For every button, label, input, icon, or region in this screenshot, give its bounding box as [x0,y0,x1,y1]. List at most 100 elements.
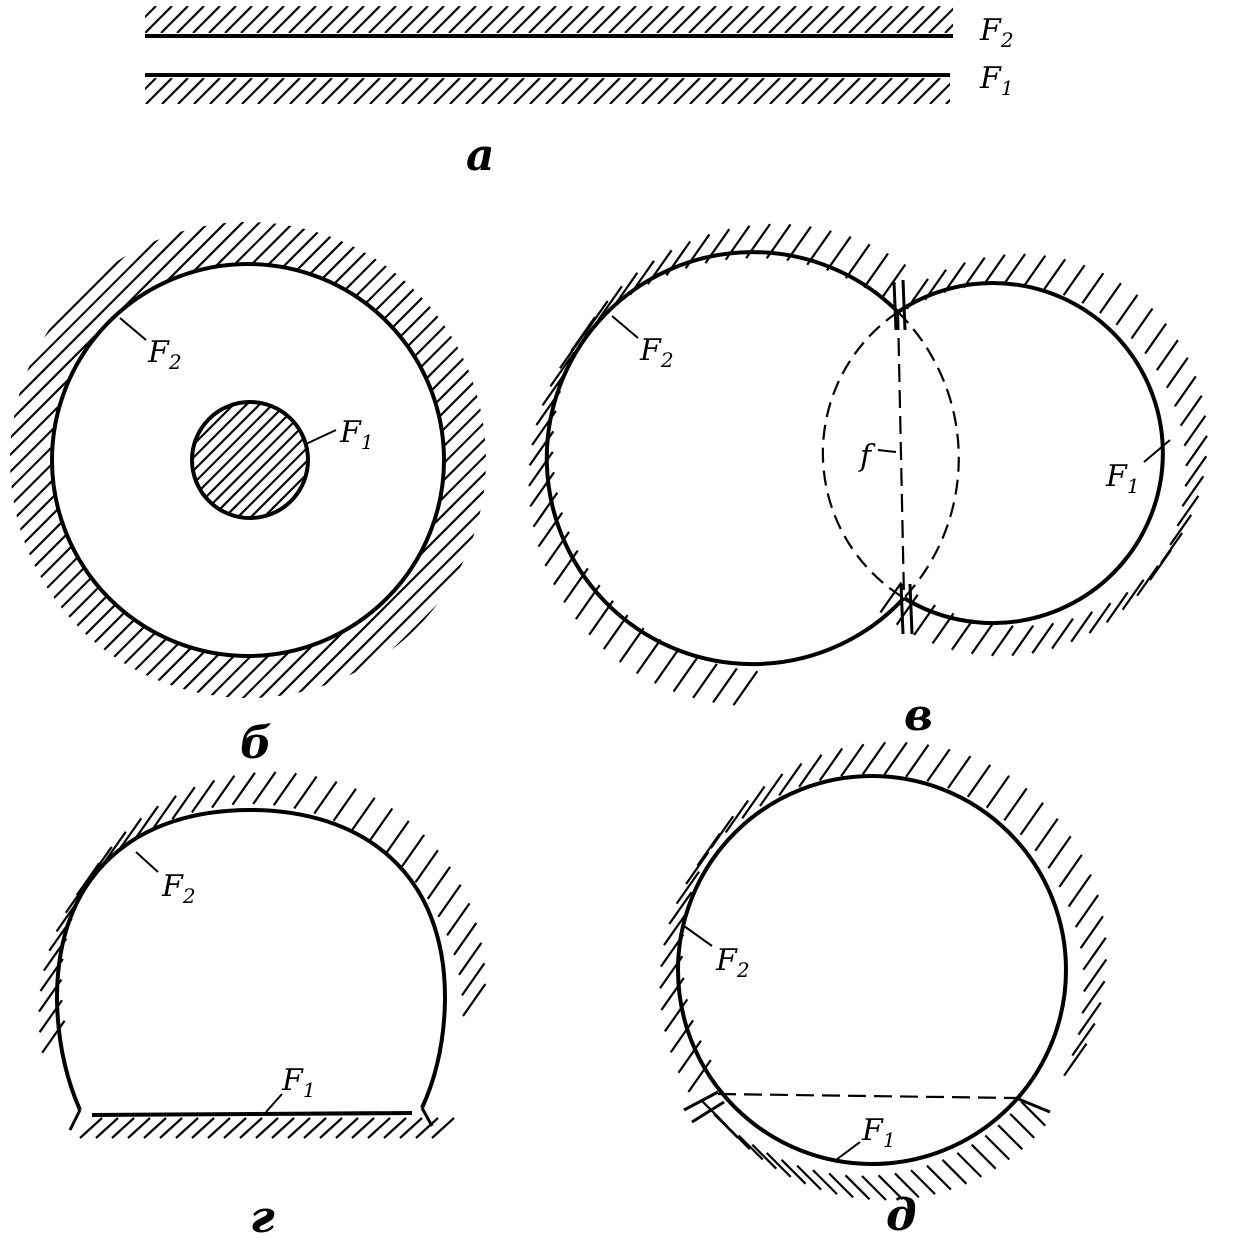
hatch-stroke [145,78,157,91]
hatch-stroke [145,6,173,33]
hatch-stroke [768,6,797,33]
hatch-stroke [256,6,285,33]
hatch-stroke [929,82,950,104]
caption-g: г [250,1192,275,1240]
hatch-stroke [597,285,623,321]
hatch-stroke [159,1117,183,1139]
hatch-stroke [812,1169,838,1195]
hatch-stroke [1082,958,1108,993]
hatch-stroke [624,6,653,33]
hatch-stroke [833,210,1256,720]
hatch-stroke [384,6,413,33]
hatch-stroke [798,754,823,788]
hatch-stroke [1043,258,1067,290]
hatch-stroke [537,511,564,548]
hatch-stroke [10,222,443,698]
hatch-stroke [401,78,429,104]
hatch-stroke [271,222,486,698]
label-a-lower: F1 [979,61,1014,100]
hatch-stroke [545,78,573,104]
hatch-stroke [865,78,893,104]
hatch-stroke [850,210,1256,720]
hatch-stroke [458,942,483,976]
hatch-stroke [646,210,1156,720]
hatch-stroke [1121,579,1145,611]
hatch-stroke [748,210,1256,720]
hatch-stroke [848,6,877,33]
hatch-stroke [817,78,845,104]
hatch-v [528,223,1208,706]
chord-stub-right [1015,1096,1051,1114]
hatch-stroke [692,663,718,699]
hatch-stroke [970,1143,997,1170]
hatch-stroke [458,222,486,698]
panel-g: F2 F1 г [38,771,487,1240]
hatch-stroke [752,6,781,33]
hatch-stroke [778,762,803,797]
hatch-stroke [653,648,680,684]
hatch-stroke [493,210,1003,720]
floor-line [91,1111,413,1117]
right-circle-arc [896,281,1165,626]
hatch-stroke [337,78,365,104]
hatch-stroke [192,402,215,518]
hatch-stroke [118,222,486,698]
hatch-stroke [720,6,749,33]
hatch-stroke [861,741,887,775]
hatch-stroke [625,78,653,104]
hatch-stroke [169,222,486,698]
hatch-stroke [544,531,571,567]
hatch-stroke [910,1169,936,1195]
label-b-inner: F1 [339,415,374,454]
hatch-stroke [945,98,950,104]
hatch-stroke [1034,818,1059,852]
hatch-stroke [982,254,1006,286]
hatch-stroke [208,6,237,33]
hatch-stroke [219,402,308,518]
hatch-stroke [844,243,871,279]
hatch-stroke [193,78,221,104]
hatch-stroke [239,1117,263,1139]
panel-d: F2 F1 д [659,741,1108,1240]
interface-wall-top-1 [892,281,898,331]
panel-a: F2 F1 a [114,6,1014,181]
hatch-stroke [640,6,669,33]
hatch-stroke [592,6,621,33]
caption-a: a [466,130,495,181]
inner-circle [190,400,310,520]
hatch-stroke [152,795,177,829]
hatch-stroke [192,402,280,518]
hatch-stroke [453,922,478,956]
hatch-stroke [351,797,376,831]
hatch-stroke [529,471,556,508]
hatch-stroke [608,6,637,33]
hatch-stroke [304,6,333,33]
hatch-stroke [449,78,477,104]
hatch-stroke [672,656,699,693]
hatch-stroke [145,6,157,19]
hatch-stroke [305,222,486,698]
hatch-stroke [833,78,861,104]
hatch-stroke [970,623,994,655]
hatch-stroke [240,6,269,33]
hatch-stroke [417,78,445,104]
hatch-stroke [1079,915,1104,949]
hatch-stroke [1184,455,1208,487]
hatch-stroke [677,1040,702,1074]
hatch-stroke [383,1117,407,1139]
hatch-stroke [1003,210,1256,720]
hatch-stroke [736,6,765,33]
hatch-stroke [10,222,154,698]
label-v-right: F1 [1105,459,1140,498]
caption-v: в [904,690,933,741]
hatch-stroke [10,222,137,698]
circle-outline [676,774,1068,1166]
hatch-stroke [941,1159,968,1185]
hatch-stroke [669,1019,695,1054]
hatch-stroke [512,6,541,33]
hatch-stroke [431,1117,455,1139]
hatch-stroke [1130,307,1154,340]
hatch-stroke [114,78,140,104]
hatch-stroke [390,222,486,698]
hatch-stroke [629,210,1139,720]
